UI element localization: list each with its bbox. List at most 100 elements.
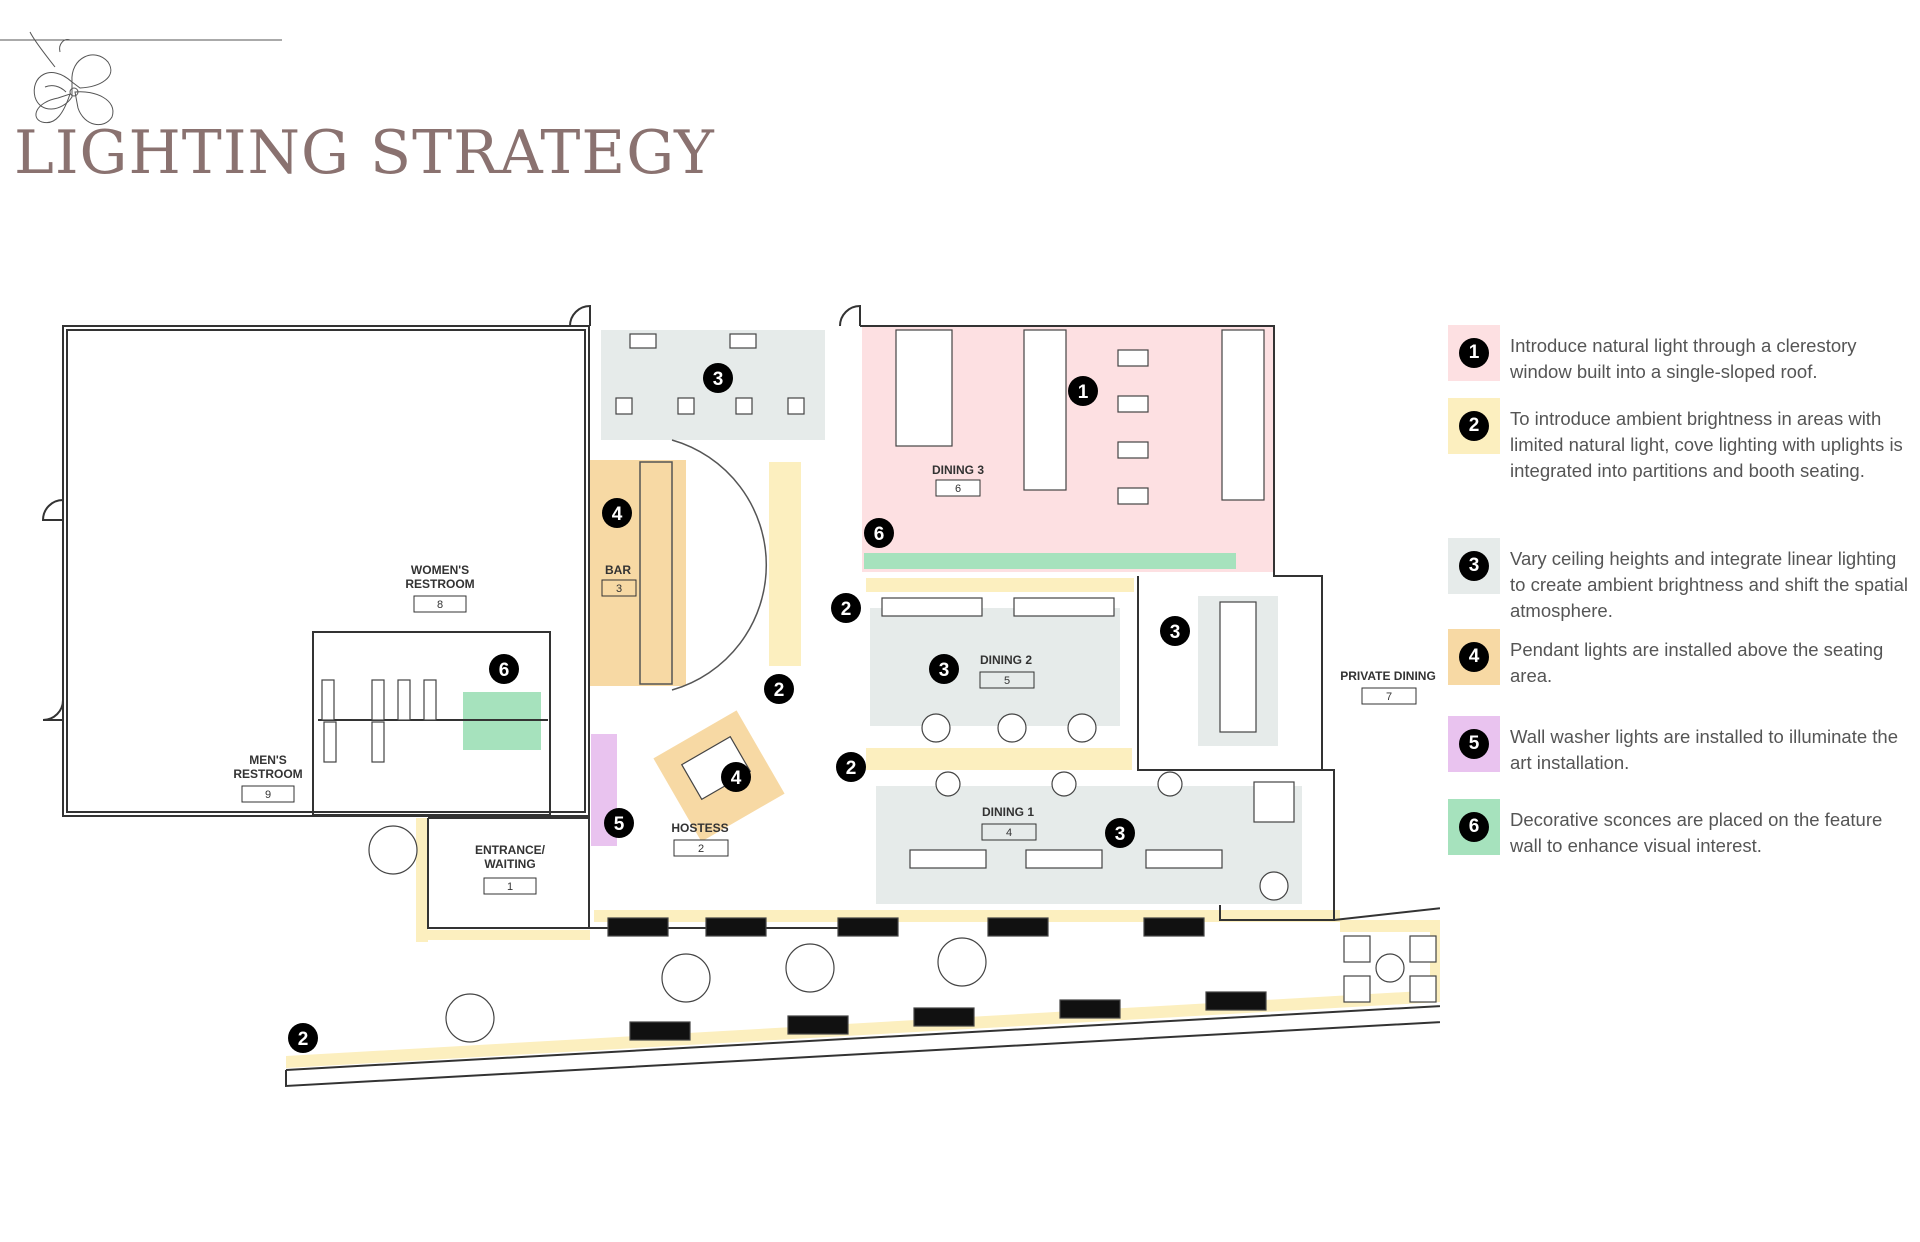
legend-number: 4 <box>1459 642 1489 672</box>
room-number: 2 <box>698 843 704 855</box>
door-swings <box>41 304 861 721</box>
marker-4-hostess: 4 <box>721 762 751 792</box>
flower-logo <box>0 31 282 126</box>
entrance-wall <box>427 817 589 929</box>
legend-swatch: 2 <box>1448 398 1500 454</box>
marker-2-bar: 2 <box>764 674 794 704</box>
legend-swatch: 4 <box>1448 629 1500 685</box>
legend-number: 1 <box>1459 338 1489 368</box>
marker-2-patio: 2 <box>288 1023 318 1053</box>
zone-4-bar <box>590 460 686 686</box>
svg-text:3: 3 <box>1115 824 1126 845</box>
room-name: DINING 3 <box>932 463 984 477</box>
legend-number: 5 <box>1459 729 1489 759</box>
marker-5: 5 <box>604 808 634 838</box>
legend-number: 2 <box>1459 411 1489 441</box>
furniture <box>321 329 1437 1043</box>
walls <box>41 304 1440 1088</box>
room-mens-restroom: MEN'S RESTROOM 9 <box>233 753 303 803</box>
room-name: BAR <box>605 563 631 577</box>
restroom-wall <box>312 631 551 816</box>
svg-text:5: 5 <box>614 814 625 835</box>
room-womens-restroom: WOMEN'S RESTROOM 8 <box>405 563 475 613</box>
room-number: 1 <box>507 881 513 893</box>
room-name-2: RESTROOM <box>405 577 474 591</box>
room-name: DINING 1 <box>982 805 1034 819</box>
zone-2-bar-partition <box>769 462 801 666</box>
legend-text: Wall washer lights are installed to illu… <box>1510 726 1898 773</box>
room-number: 3 <box>616 583 622 595</box>
left-inner-wall <box>66 329 586 813</box>
room-name-2: RESTROOM <box>233 767 302 781</box>
strategy-markers: 1 3 3 3 3 4 4 6 6 2 2 2 2 5 <box>288 363 1190 1053</box>
legend-swatch: 3 <box>1448 538 1500 594</box>
marker-2-booth: 2 <box>836 752 866 782</box>
room-name: PRIVATE DINING <box>1340 669 1436 683</box>
zone-3-dining-2 <box>870 608 1120 726</box>
room-number: 9 <box>265 789 271 801</box>
svg-text:6: 6 <box>874 524 885 545</box>
room-name: ENTRANCE/ <box>475 843 546 857</box>
room-dining-2: DINING 2 5 <box>979 653 1035 689</box>
svg-text:2: 2 <box>298 1029 309 1050</box>
legend-text: Vary ceiling heights and integrate linea… <box>1510 548 1908 621</box>
floor-plan: DINING 3 6 BAR 3 WOMEN'S RESTROOM 8 DINI… <box>41 304 1440 1088</box>
legend-swatch: 1 <box>1448 325 1500 381</box>
svg-text:3: 3 <box>1170 622 1181 643</box>
room-dining-1: DINING 1 4 <box>981 805 1037 841</box>
svg-text:3: 3 <box>939 660 950 681</box>
svg-text:2: 2 <box>846 758 857 779</box>
zone-6-feature-wall <box>864 553 1236 569</box>
marker-4-bar: 4 <box>602 498 632 528</box>
page-title: LIGHTING STRATEGY <box>14 118 715 188</box>
room-name: DINING 2 <box>980 653 1032 667</box>
room-dining-3: DINING 3 6 <box>932 463 984 497</box>
patio-edge <box>285 907 1440 1088</box>
room-name: WOMEN'S <box>411 563 469 577</box>
svg-text:4: 4 <box>612 504 623 525</box>
room-bar: BAR 3 <box>601 563 637 597</box>
bar-counter <box>639 439 768 691</box>
private-dining-walls <box>1137 576 1322 771</box>
marker-3-private: 3 <box>1160 616 1190 646</box>
room-name: MEN'S <box>249 753 287 767</box>
zone-2-booth-top <box>866 578 1134 592</box>
svg-text:6: 6 <box>499 660 510 681</box>
svg-text:1: 1 <box>1078 382 1089 403</box>
legend-text: Introduce natural light through a cleres… <box>1510 335 1857 382</box>
room-number: 8 <box>437 599 443 611</box>
svg-text:4: 4 <box>731 768 742 789</box>
zone-2-booth-mid <box>866 748 1132 770</box>
legend-text: Pendant lights are installed above the s… <box>1510 639 1884 686</box>
zone-2-entrance-bottom <box>416 930 590 940</box>
room-number: 4 <box>1006 827 1012 839</box>
room-entrance-waiting: ENTRANCE/ WAITING 1 <box>475 843 546 895</box>
legend-number: 6 <box>1459 812 1489 842</box>
room-name: HOSTESS <box>671 821 728 835</box>
legend-text: Decorative sconces are placed on the fea… <box>1510 809 1883 856</box>
room-private-dining: PRIVATE DINING 7 <box>1340 669 1436 705</box>
room-number: 6 <box>955 483 961 495</box>
room-labels: DINING 3 6 BAR 3 WOMEN'S RESTROOM 8 DINI… <box>233 463 1436 895</box>
zone-overlays <box>286 326 1440 1068</box>
zone-3-dining-1 <box>876 786 1302 904</box>
zone-2-patio-diagonal <box>286 990 1440 1068</box>
svg-text:2: 2 <box>774 680 785 701</box>
marker-6-restroom: 6 <box>489 654 519 684</box>
zone-2-entrance-left <box>416 818 428 942</box>
svg-text:2: 2 <box>841 599 852 620</box>
legend-number: 3 <box>1459 551 1489 581</box>
room-number: 7 <box>1386 691 1392 703</box>
legend-swatch: 5 <box>1448 716 1500 772</box>
room-number: 5 <box>1004 675 1010 687</box>
marker-3-dining-1: 3 <box>1105 818 1135 848</box>
legend-text: To introduce ambient brightness in areas… <box>1510 408 1903 481</box>
room-name-2: WAITING <box>484 857 535 871</box>
svg-text:3: 3 <box>713 369 724 390</box>
marker-3-top: 3 <box>703 363 733 393</box>
marker-6-feature: 6 <box>864 518 894 548</box>
legend-swatch: 6 <box>1448 799 1500 855</box>
marker-3-dining-2: 3 <box>929 654 959 684</box>
room-hostess: HOSTESS 2 <box>671 821 729 857</box>
marker-1: 1 <box>1068 376 1098 406</box>
